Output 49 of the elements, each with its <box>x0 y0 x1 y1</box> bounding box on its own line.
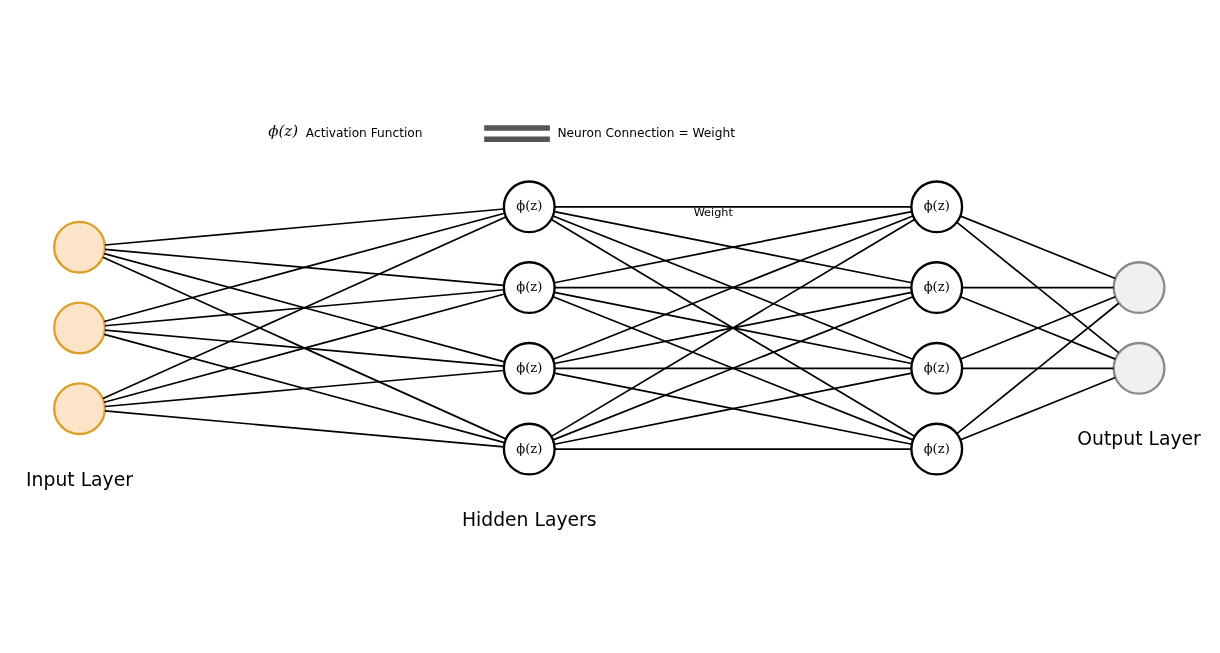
connector <box>553 447 913 450</box>
connector <box>103 252 506 363</box>
connector <box>550 218 916 437</box>
connector <box>959 214 1117 279</box>
node-circle: ϕ(z) <box>502 422 556 476</box>
connector <box>552 214 914 360</box>
node-circle <box>1112 260 1166 314</box>
node-circle <box>53 381 107 435</box>
connector <box>104 288 505 327</box>
connector <box>553 291 913 364</box>
connector <box>956 301 1120 434</box>
connector <box>104 409 505 448</box>
connector <box>104 207 505 246</box>
connector <box>553 210 913 284</box>
connector <box>102 256 507 440</box>
connector <box>103 333 506 443</box>
connector <box>103 211 506 322</box>
label: Output Layer <box>1077 427 1201 449</box>
edge-label: Weight <box>693 205 733 219</box>
node-circle: ϕ(z) <box>910 260 964 314</box>
connector <box>553 371 913 445</box>
legend-label: Neuron Connection = Weight <box>557 125 735 140</box>
connector <box>553 366 913 369</box>
node-circle: ϕ(z) <box>502 260 556 314</box>
node-circle <box>1112 341 1166 395</box>
node-circle: ϕ(z) <box>910 422 964 476</box>
connector <box>959 376 1117 441</box>
label: Hidden Layers <box>461 508 597 530</box>
connector <box>959 295 1117 360</box>
connector <box>104 328 505 367</box>
connector <box>104 248 505 286</box>
node-circle: ϕ(z) <box>910 341 964 395</box>
node-circle: ϕ(z) <box>910 179 964 233</box>
connector <box>956 220 1120 353</box>
connector <box>961 286 1115 288</box>
connector <box>553 205 913 208</box>
label: ϕ(z) <box>268 121 299 140</box>
node-circle <box>53 220 107 274</box>
connector <box>102 215 507 399</box>
label: Input Layer <box>26 468 133 490</box>
connector <box>104 369 505 407</box>
connector <box>553 286 913 288</box>
connector <box>552 295 914 441</box>
node-circle: ϕ(z) <box>502 341 556 395</box>
connector <box>103 292 506 403</box>
node-circle: ϕ(z) <box>502 179 556 233</box>
legend-label: Activation Function <box>305 125 423 140</box>
connector <box>961 366 1115 369</box>
node-circle <box>53 300 107 354</box>
